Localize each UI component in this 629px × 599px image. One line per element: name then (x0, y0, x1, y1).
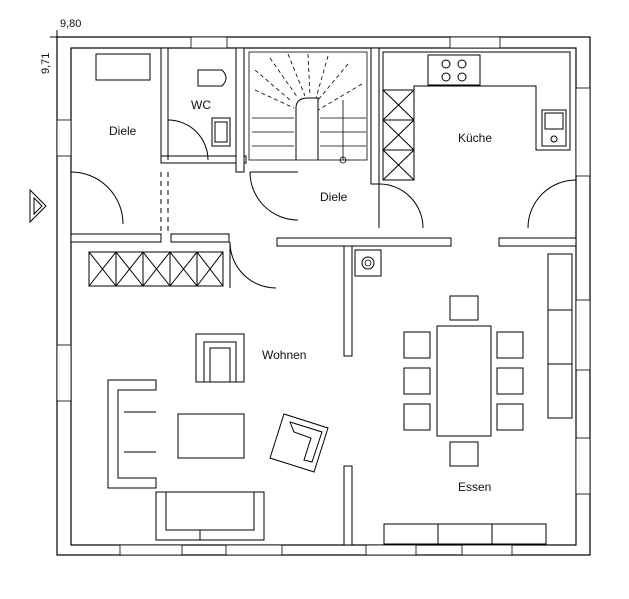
dashed-opening (160, 172, 169, 234)
wall-unit (88, 251, 224, 287)
dining-furniture (383, 253, 573, 545)
room-label-wc: WC (191, 98, 211, 112)
kitchen (382, 51, 571, 181)
outer-walls (56, 36, 591, 556)
dimension-depth: 9,71 (40, 52, 52, 74)
doors (70, 119, 577, 289)
living-furniture (107, 333, 329, 541)
room-label-essen: Essen (458, 480, 492, 494)
wc-fixtures (197, 69, 231, 147)
dimension-ticks (50, 30, 58, 38)
chimney-flue (361, 256, 375, 270)
room-label-diele-center: Diele (320, 190, 348, 204)
windows (56, 36, 591, 556)
diele-cabinet (95, 53, 151, 81)
staircase (248, 51, 368, 164)
dimension-width: 9,80 (60, 18, 82, 30)
room-label-kueche: Küche (458, 131, 493, 145)
interior-walls (70, 47, 577, 546)
entrance-arrow-icon (29, 188, 47, 224)
chimney-flue-inner (364, 259, 372, 267)
room-label-diele-left: Diele (109, 124, 137, 138)
room-label-wohnen: Wohnen (262, 348, 307, 362)
